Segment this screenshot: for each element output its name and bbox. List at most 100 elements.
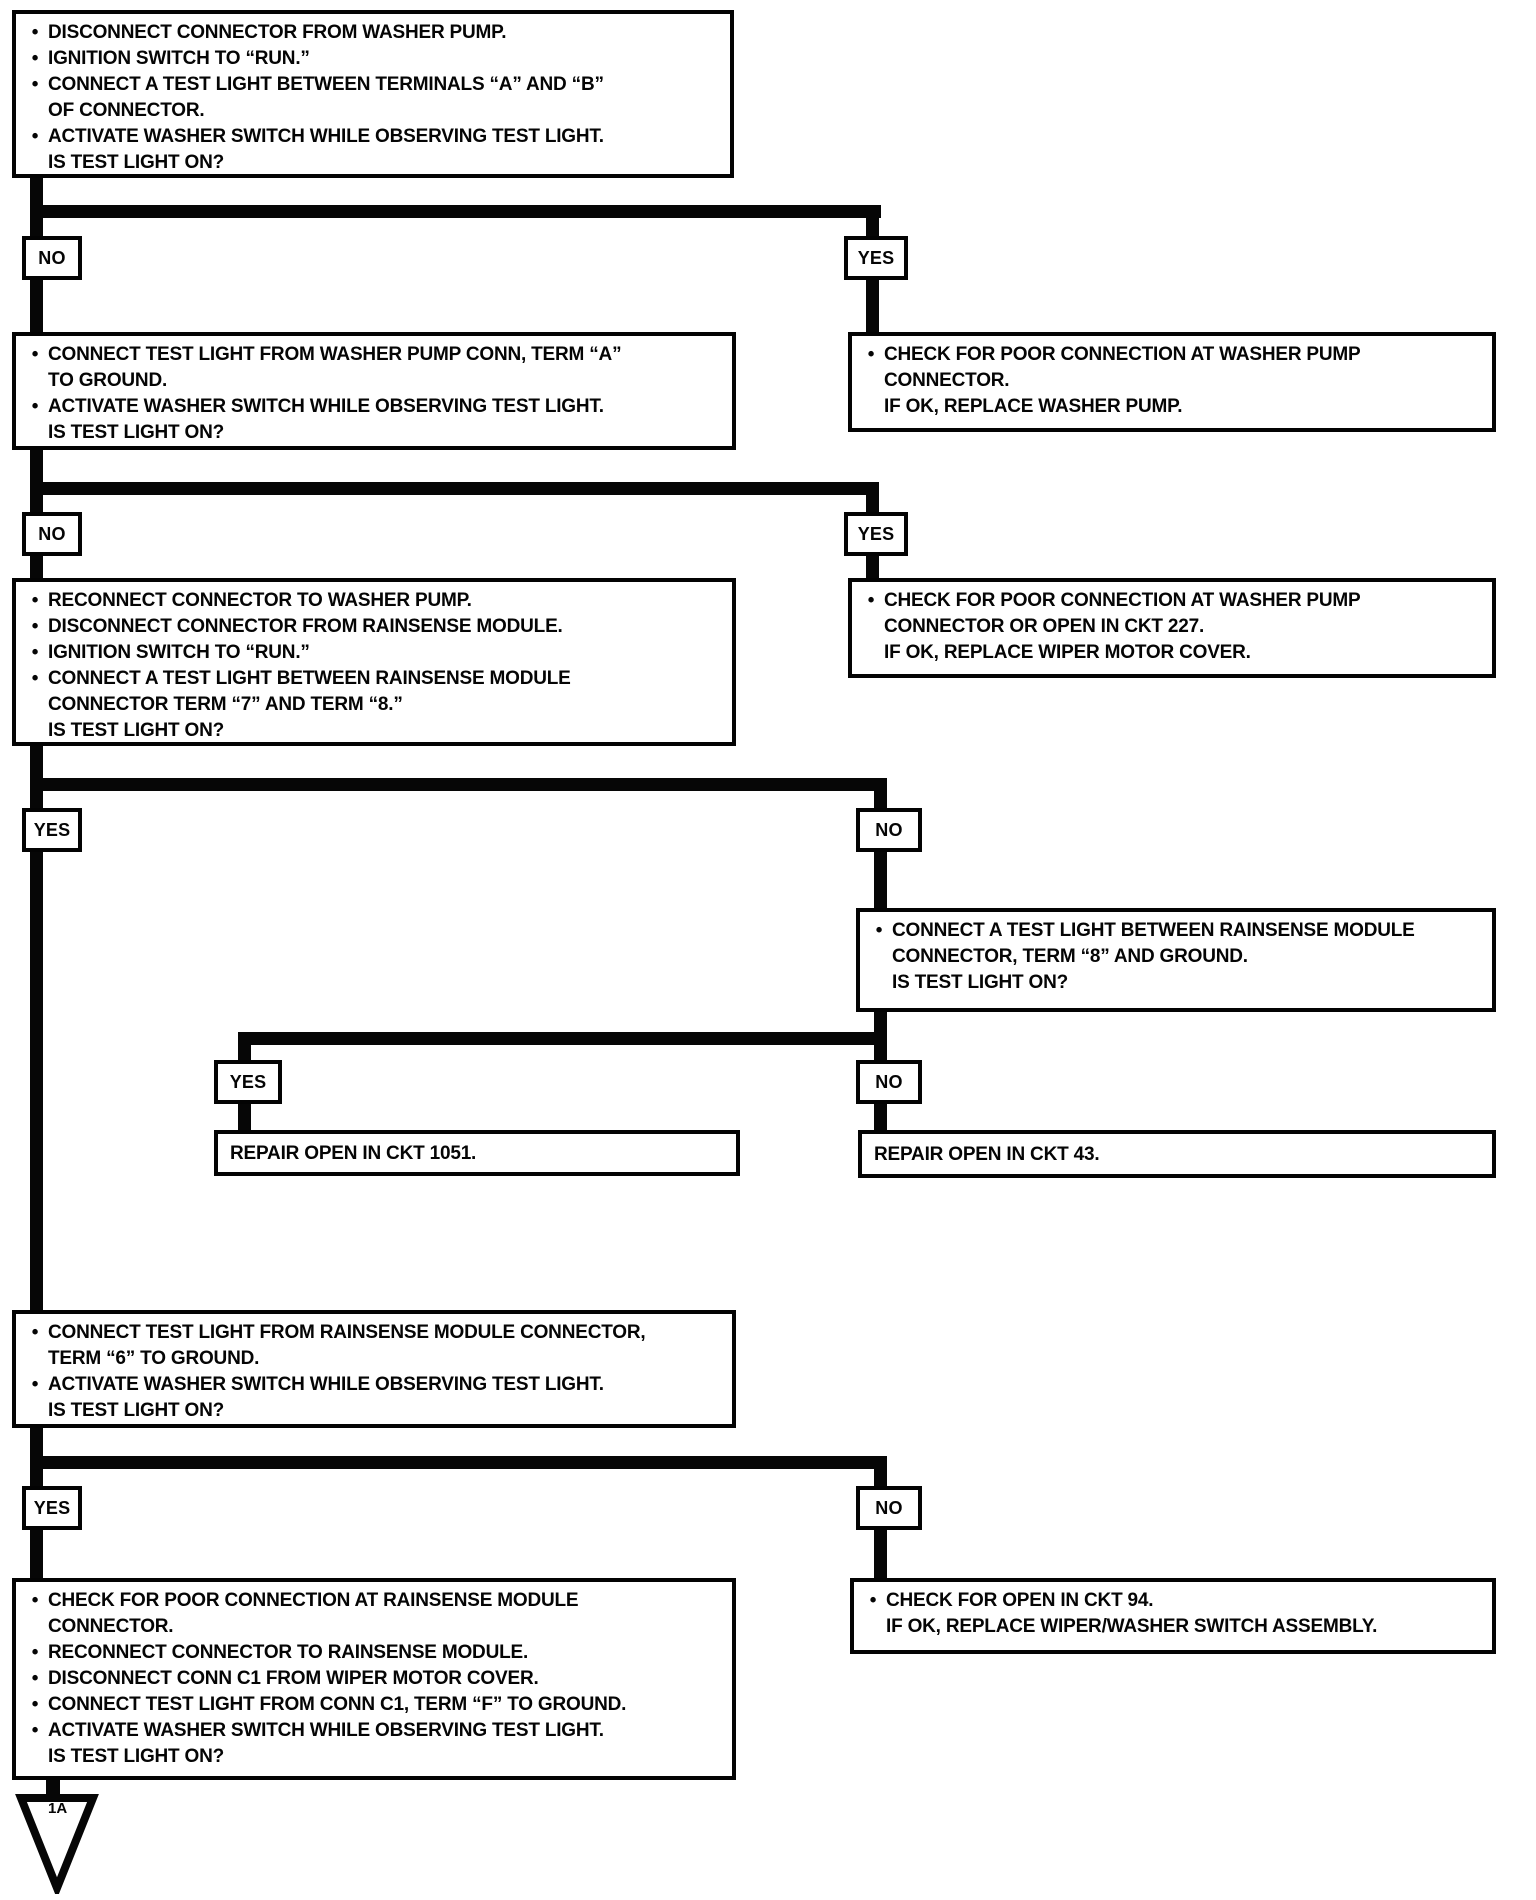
decision-label-branch3-no: NO bbox=[856, 808, 922, 852]
flow-text-line: • ACTIVATE WASHER SWITCH WHILE OBSERVING … bbox=[22, 394, 722, 420]
connector-stub-branch4-yes bbox=[238, 1045, 251, 1060]
connector-horizontal-branch1 bbox=[30, 205, 881, 218]
connector-horizontal-branch2 bbox=[30, 482, 879, 495]
flow-text: ACTIVATE WASHER SWITCH WHILE OBSERVING T… bbox=[48, 126, 604, 147]
connector-stub-no2-to-step3 bbox=[30, 556, 43, 578]
flow-text: IGNITION SWITCH TO “RUN.” bbox=[48, 642, 310, 663]
flow-text: RECONNECT CONNECTOR TO RAINSENSE MODULE. bbox=[48, 1642, 529, 1663]
bullet-marker: • bbox=[31, 616, 39, 637]
flow-text: CONNECT A TEST LIGHT BETWEEN RAINSENSE M… bbox=[892, 920, 1415, 941]
bullet-marker: • bbox=[31, 74, 39, 95]
decision-label-branch3-yes: YES bbox=[22, 808, 82, 852]
flow-text: DISCONNECT CONN C1 FROM WIPER MOTOR COVE… bbox=[48, 1668, 539, 1689]
connector-stub-yes5-to-step5 bbox=[30, 1530, 43, 1578]
flow-text: IF OK, REPLACE WIPER MOTOR COVER. bbox=[884, 642, 1251, 663]
flow-text-line: CONNECTOR OR OPEN IN CKT 227. bbox=[858, 614, 1482, 640]
connector-stub-yes4-to-repair1051 bbox=[238, 1104, 251, 1130]
result-box-ckt94-wiper-washer-switch: •CHECK FOR OPEN IN CKT 94.IF OK, REPLACE… bbox=[850, 1578, 1496, 1654]
decision-label-branch2-yes: YES bbox=[844, 512, 908, 556]
flow-text-line: REPAIR OPEN IN CKT 1051. bbox=[230, 1141, 476, 1167]
bullet-spacer bbox=[858, 640, 884, 666]
process-box-step5: • CHECK FOR POOR CONNECTION AT RAINSENSE … bbox=[12, 1578, 736, 1780]
process-box-term8-ground-test: •CONNECT A TEST LIGHT BETWEEN RAINSENSE … bbox=[856, 908, 1496, 1012]
flow-text-line: •CHECK FOR POOR CONNECTION AT WASHER PUM… bbox=[858, 588, 1482, 614]
connector-stub-branch5-no bbox=[874, 1469, 887, 1486]
bullet-marker: • bbox=[31, 396, 39, 417]
result-box-ckt227-wiper-motor-cover: •CHECK FOR POOR CONNECTION AT WASHER PUM… bbox=[848, 578, 1496, 678]
bullet-marker: • bbox=[31, 48, 39, 69]
bullet-spacer bbox=[22, 1614, 48, 1640]
connector-vertical-rightstep-to-branch4 bbox=[874, 1012, 887, 1032]
flow-text-line: •DISCONNECT CONN C1 FROM WIPER MOTOR COV… bbox=[22, 1666, 722, 1692]
flow-text: CONNECT A TEST LIGHT BETWEEN RAINSENSE M… bbox=[48, 668, 571, 689]
flow-text-line: • DISCONNECT CONNECTOR FROM RAINSENSE MOD… bbox=[22, 614, 722, 640]
bullet-marker: • bbox=[31, 344, 39, 365]
bullet-spacer bbox=[22, 1346, 48, 1372]
flow-text: CONNECTOR, TERM “8” AND GROUND. bbox=[892, 946, 1248, 967]
bullet-marker: • bbox=[31, 590, 39, 611]
process-box-step2: •CONNECT TEST LIGHT FROM WASHER PUMP CON… bbox=[12, 332, 736, 450]
bullet-spacer bbox=[858, 368, 884, 394]
decision-label-branch4-no: NO bbox=[856, 1060, 922, 1104]
flow-text: ACTIVATE WASHER SWITCH WHILE OBSERVING T… bbox=[48, 396, 604, 417]
bullet-marker: • bbox=[31, 1322, 39, 1343]
decision-label-branch4-yes: YES bbox=[214, 1060, 282, 1104]
flow-text-line: • CONNECT TEST LIGHT FROM CONN C1, TERM “… bbox=[22, 1692, 722, 1718]
flow-text: CONNECTOR. bbox=[48, 1616, 174, 1637]
flow-text-line: •CONNECT TEST LIGHT FROM RAINSENSE MODUL… bbox=[22, 1320, 722, 1346]
decision-label-branch5-no: NO bbox=[856, 1486, 922, 1530]
flow-text: TERM “6” TO GROUND. bbox=[48, 1348, 260, 1369]
flow-text: REPAIR OPEN IN CKT 1051. bbox=[230, 1142, 477, 1164]
bullet-marker: • bbox=[31, 1720, 39, 1741]
flow-text-line: •CONNECT A TEST LIGHT BETWEEN RAINSENSE … bbox=[866, 918, 1482, 944]
flow-text-line: CONNECTOR. bbox=[858, 368, 1482, 394]
bullet-spacer bbox=[22, 1398, 48, 1424]
flow-text: DISCONNECT CONNECTOR FROM RAINSENSE MODU… bbox=[48, 616, 563, 637]
connector-stub-branch4-no bbox=[874, 1045, 887, 1060]
bullet-spacer bbox=[22, 1744, 48, 1770]
connector-stub-branch1-yes bbox=[866, 218, 879, 236]
bullet-marker: • bbox=[31, 1694, 39, 1715]
bullet-spacer bbox=[866, 944, 892, 970]
connector-stub-no4-to-repair43 bbox=[874, 1104, 887, 1130]
connector-stub-no1-to-step2 bbox=[30, 280, 43, 332]
flow-text-line: •RECONNECT CONNECTOR TO WASHER PUMP. bbox=[22, 588, 722, 614]
flow-text-line: •CONNECT A TEST LIGHT BETWEEN RAINSENSE … bbox=[22, 666, 722, 692]
bullet-marker: • bbox=[867, 344, 875, 365]
bullet-spacer bbox=[858, 394, 884, 420]
bullet-spacer bbox=[860, 1614, 886, 1640]
bullet-spacer bbox=[22, 420, 48, 446]
flow-text: CONNECT TEST LIGHT FROM CONN C1, TERM “F… bbox=[48, 1694, 627, 1715]
flow-text: IF OK, REPLACE WASHER PUMP. bbox=[884, 396, 1183, 417]
bullet-marker: • bbox=[31, 1642, 39, 1663]
flow-text-line: IF OK, REPLACE WASHER PUMP. bbox=[858, 394, 1482, 420]
flow-text-line: IS TEST LIGHT ON? bbox=[22, 150, 720, 176]
flow-text: ACTIVATE WASHER SWITCH WHILE OBSERVING T… bbox=[48, 1374, 604, 1395]
flow-text-line: CONNECTOR. bbox=[22, 1614, 722, 1640]
process-box-step3: •RECONNECT CONNECTOR TO WASHER PUMP.• DIS… bbox=[12, 578, 736, 746]
connector-stub-no5-to-result4 bbox=[874, 1530, 887, 1578]
flow-text: CONNECTOR TERM “7” AND TERM “8.” bbox=[48, 694, 403, 715]
flow-text-line: •IGNITION SWITCH TO “RUN.” bbox=[22, 640, 722, 666]
bullet-spacer bbox=[858, 614, 884, 640]
flow-text: IF OK, REPLACE WIPER/WASHER SWITCH ASSEM… bbox=[886, 1616, 1378, 1637]
connector-stub-yes1-to-result1 bbox=[866, 280, 879, 332]
process-box-start: •DISCONNECT CONNECTOR FROM WASHER PUMP.•… bbox=[12, 10, 734, 178]
result-box-repair-ckt-1051: REPAIR OPEN IN CKT 1051. bbox=[214, 1130, 740, 1176]
bullet-marker: • bbox=[31, 22, 39, 43]
decision-label-branch5-yes: YES bbox=[22, 1486, 82, 1530]
flow-text: CHECK FOR POOR CONNECTION AT WASHER PUMP bbox=[884, 344, 1361, 365]
connector-stub-branch2-yes bbox=[866, 495, 879, 512]
flow-text: IGNITION SWITCH TO “RUN.” bbox=[48, 48, 310, 69]
connector-vertical-step3-to-branch3 bbox=[30, 746, 43, 808]
flow-text: IS TEST LIGHT ON? bbox=[48, 720, 225, 741]
flow-text-line: TERM “6” TO GROUND. bbox=[22, 1346, 722, 1372]
flow-text-line: IS TEST LIGHT ON? bbox=[22, 718, 722, 744]
flow-text: TO GROUND. bbox=[48, 370, 168, 391]
flow-text: CHECK FOR POOR CONNECTION AT RAINSENSE M… bbox=[48, 1590, 579, 1611]
flow-text: REPAIR OPEN IN CKT 43. bbox=[874, 1143, 1100, 1165]
bullet-marker: • bbox=[31, 126, 39, 147]
bullet-spacer bbox=[22, 150, 48, 176]
flow-text: IS TEST LIGHT ON? bbox=[48, 422, 225, 443]
flow-text-line: TO GROUND. bbox=[22, 368, 722, 394]
